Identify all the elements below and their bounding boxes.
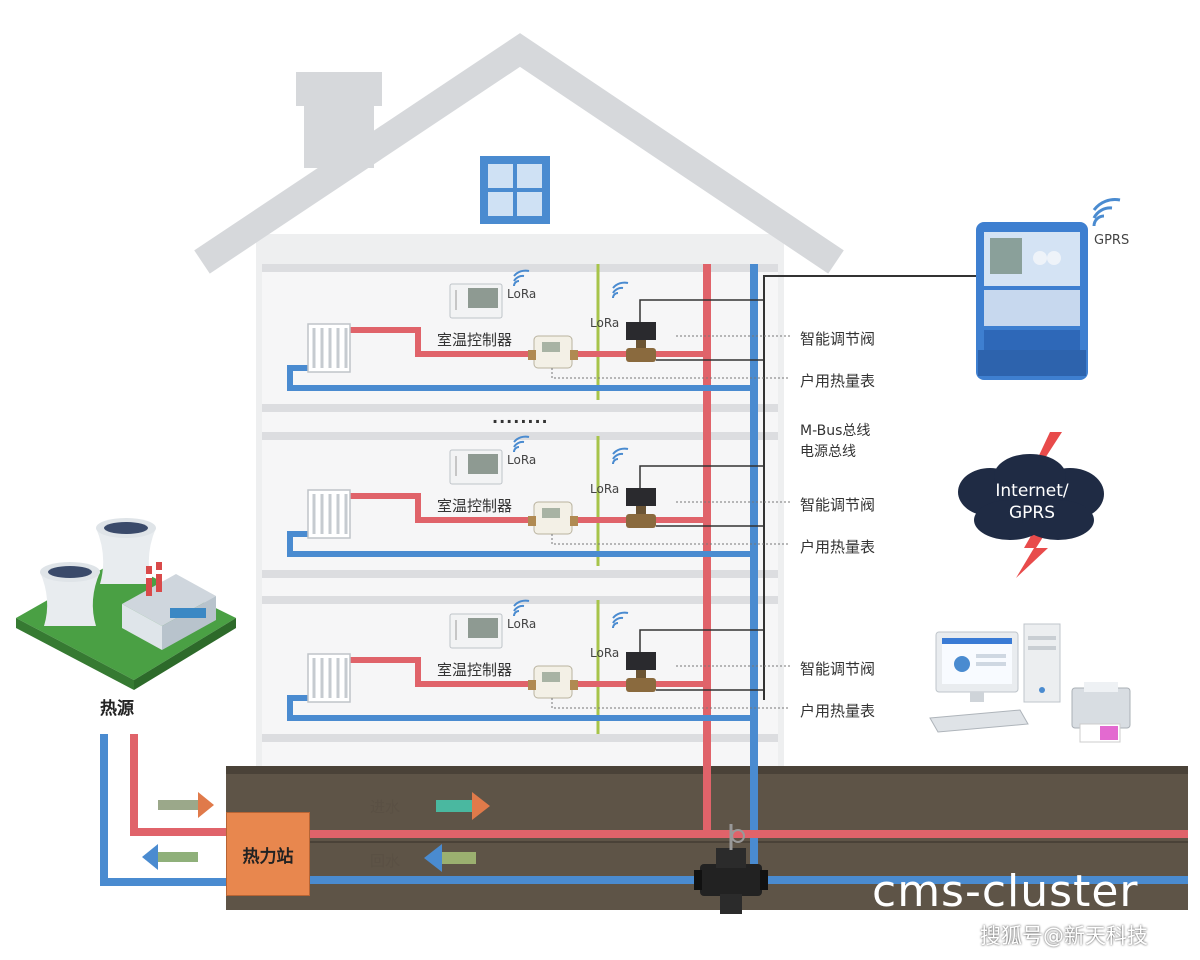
- heat-source-plant: [16, 518, 236, 690]
- internet-cloud: [958, 432, 1104, 578]
- return-arrow-ground: [424, 844, 476, 872]
- smart-valve-label: 智能调节阀: [800, 496, 876, 514]
- smart-valve-label: 智能调节阀: [800, 660, 876, 678]
- return-water-label: 回水: [370, 852, 401, 870]
- attic-window: [480, 156, 550, 224]
- source-return-pipe: [100, 734, 226, 886]
- floor-2: [287, 435, 790, 557]
- valve-lora-label: LoRa: [590, 482, 620, 496]
- smart-valve-3: [626, 652, 656, 692]
- room-thermostat-2: [449, 449, 503, 485]
- heat-station: 热力站: [226, 812, 310, 896]
- valve-lora-label: LoRa: [590, 646, 620, 660]
- gprs-label: GPRS: [1094, 233, 1130, 248]
- valve-wireless-icon-2: [612, 447, 629, 465]
- floor-ellipsis: ........: [492, 408, 549, 427]
- supply-water-label: 进水: [370, 798, 401, 816]
- smart-valve-label: 智能调节阀: [800, 330, 876, 348]
- heat-meter-2: [528, 501, 578, 535]
- valve-wireless-icon-3: [612, 611, 629, 629]
- monitoring-computer: [929, 623, 1061, 733]
- heat-meter-label: 户用热量表: [800, 702, 876, 720]
- main-control-valve: [694, 824, 768, 914]
- heat-meter-label: 户用热量表: [800, 538, 876, 556]
- cloud-label: Internet/ GPRS: [964, 480, 1100, 524]
- watermark-text: cms-cluster: [872, 866, 1139, 917]
- room-thermostat-label: 室温控制器: [437, 497, 513, 515]
- valve-wireless-icon-1: [612, 281, 629, 299]
- thermostat-wireless-icon-2: [513, 435, 530, 453]
- floor-1: [287, 269, 790, 391]
- data-concentrator: [976, 222, 1088, 380]
- source-supply-pipe: [130, 734, 226, 836]
- floor-3: [287, 599, 790, 721]
- supply-arrow-left: [158, 792, 214, 818]
- mbus-line: [763, 275, 978, 700]
- thermostat-wireless-icon-1: [513, 269, 530, 287]
- supply-arrow-ground: [436, 792, 490, 820]
- heat-meter-3: [528, 665, 578, 699]
- mbus-label: M-Bus总线: [800, 423, 871, 439]
- heat-meter-1: [528, 335, 578, 369]
- thermostat-lora-label: LoRa: [507, 617, 537, 631]
- power-bus-label: 电源总线: [800, 444, 856, 460]
- heat-meter-label: 户用热量表: [800, 372, 876, 390]
- cloud-label-line2: GPRS: [1008, 503, 1056, 523]
- watermark-source: 搜狐号@新天科技: [980, 924, 1148, 948]
- room-thermostat-label: 室温控制器: [437, 331, 513, 349]
- thermostat-lora-label: LoRa: [507, 453, 537, 467]
- room-thermostat-1: [449, 283, 503, 319]
- printer: [1071, 682, 1131, 743]
- radiator-1: [307, 323, 351, 373]
- radiator-2: [307, 489, 351, 539]
- smart-valve-1: [626, 322, 656, 362]
- valve-lora-label: LoRa: [590, 316, 620, 330]
- thermostat-lora-label: LoRa: [507, 287, 537, 301]
- room-thermostat-3: [449, 613, 503, 649]
- cloud-label-line1: Internet/: [995, 481, 1069, 501]
- thermostat-wireless-icon-3: [513, 599, 530, 617]
- heat-source-label: 热源: [100, 699, 134, 719]
- return-arrow-left: [142, 844, 198, 870]
- radiator-3: [307, 653, 351, 703]
- room-thermostat-label: 室温控制器: [437, 661, 513, 679]
- smart-valve-2: [626, 488, 656, 528]
- gprs-wireless-icon: [1092, 198, 1121, 227]
